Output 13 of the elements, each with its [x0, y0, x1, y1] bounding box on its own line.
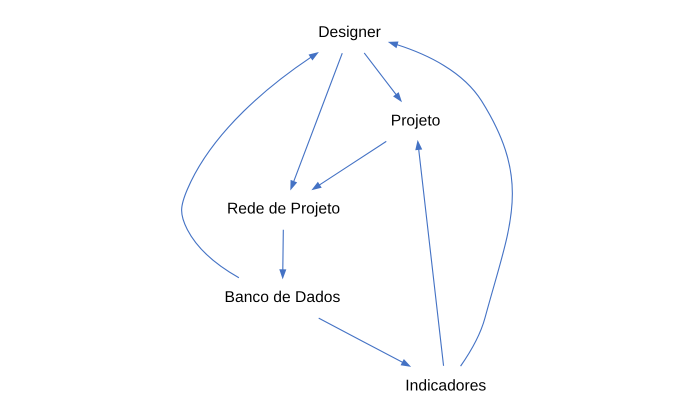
arrow [318, 318, 412, 367]
node-text: Designer [318, 24, 381, 41]
node-text: Indicadores [405, 377, 486, 394]
node-text: Rede de Projeto [226, 200, 340, 218]
node-text: Projeto [390, 112, 440, 130]
arrow [388, 41, 513, 366]
arrow [415, 140, 444, 366]
arrow [311, 140, 387, 190]
arrow [364, 52, 402, 102]
arrow [279, 230, 286, 280]
node-text: Banco de Dados [224, 289, 340, 306]
arrow [181, 52, 319, 278]
arrow [290, 53, 343, 191]
